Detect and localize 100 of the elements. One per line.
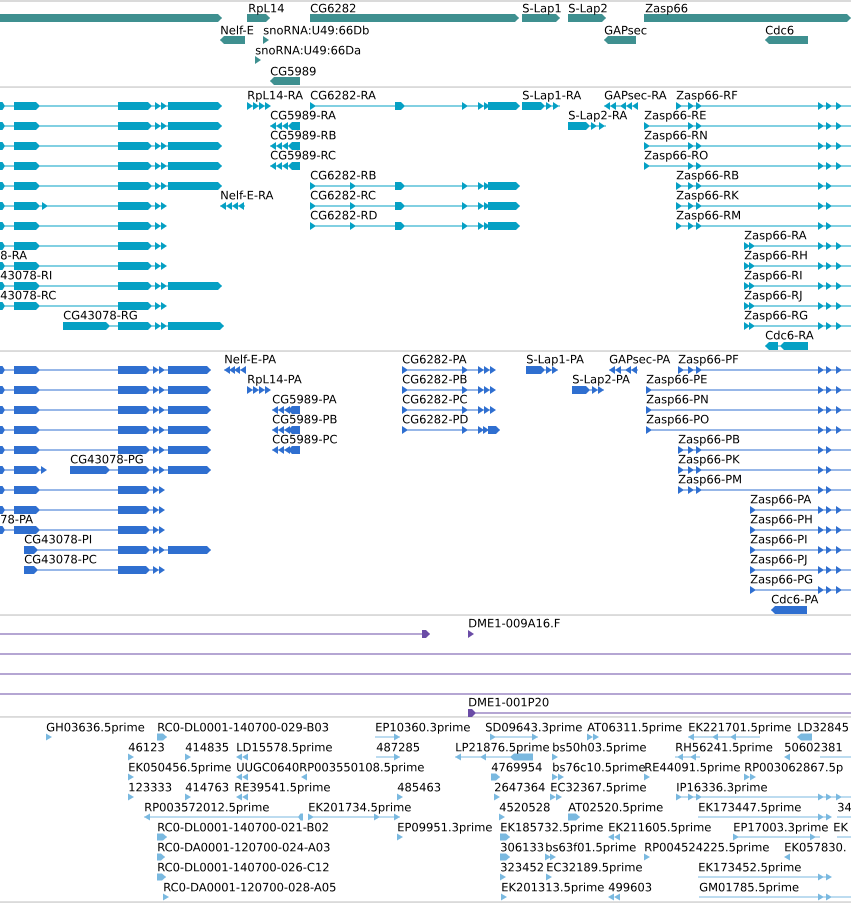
feature-label: CG6282-PD (402, 414, 468, 424)
feature-label: CG5989 (270, 66, 316, 76)
feature-label: Zasp66-PO (646, 414, 709, 426)
feature-label: 499603 (608, 882, 652, 892)
feature-label: CG6282-PB (402, 374, 467, 384)
feature-label: CG5989-PC (272, 434, 337, 444)
feature-label: Zasp66-PJ (750, 554, 806, 566)
feature-label: GAPsec-PA (610, 354, 670, 364)
feature-label: Cdc6 (766, 26, 794, 34)
feature-label: RP003062867.5p (745, 762, 843, 774)
feature-label: EP09951.3prime (398, 822, 492, 834)
feature-label: 414763 (186, 782, 228, 792)
feature-label: CG6282-PA (402, 354, 467, 364)
feature-label: LD32845 (798, 722, 848, 732)
feature-label: LP21876.5prime (456, 742, 549, 754)
feature-label: GAPsec-RA (604, 90, 667, 100)
feature-label: Zasp66-PA (750, 494, 812, 506)
feature-label: S-Lap2 (568, 4, 607, 15)
feature-label: CG43078-RG (64, 310, 137, 320)
feature-label: SD09643.3prime (486, 722, 582, 734)
feature-label: CG6282 (310, 4, 356, 12)
feature-label: 50602381 (785, 742, 842, 752)
feature-label: Zasp66-PI (750, 534, 806, 546)
feature-label: Zasp66-PK (678, 454, 740, 466)
feature-label: 34 (838, 802, 851, 812)
feature-label: RpL14-PA (248, 374, 302, 386)
feature-label: S-Lap2-PA (572, 374, 630, 386)
feature-label: CG6282-RA (310, 90, 376, 100)
feature-label: EK185732.5prime (501, 822, 603, 834)
feature-label: EC32189.5prime (547, 862, 642, 874)
feature-label: GAPsec (604, 26, 646, 34)
feature-label: RH56241.5prime (676, 742, 772, 754)
feature-label: CG5989-PB (272, 414, 337, 424)
feature-label: EP10360.3prime (376, 722, 470, 734)
feature-label: Zasp66-RA (744, 230, 806, 242)
feature-label: EP17003.3prime (734, 822, 828, 834)
feature-label: 78-PA (1, 514, 33, 524)
feature-label: Zasp66-PG (750, 574, 812, 586)
feature-label: RC0-DL0001-140700-026-C12 (158, 862, 328, 872)
feature-label: Cdc6-PA (772, 594, 818, 604)
feature-label: Zasp66-RM (676, 210, 740, 222)
feature-label: CG5989-RB (270, 130, 336, 140)
feature-label: S-Lap1 (522, 4, 561, 15)
feature-label: CG5989-RA (270, 110, 336, 120)
feature-label: 487285 (376, 742, 420, 752)
feature-label: bs76c10.5prime (553, 762, 645, 774)
feature-label: EK (834, 822, 848, 832)
feature-label: Zasp66-RJ (744, 290, 802, 302)
feature-label: RP003572012.5prime (145, 802, 269, 814)
feature-label: Zasp66 (646, 4, 688, 15)
feature-label: 2647364 (495, 782, 545, 792)
feature-label: 123333 (129, 782, 172, 792)
feature-label: 323452 (501, 862, 543, 872)
feature-label: 8-RA (0, 250, 27, 260)
feature-label: Nelf-E (221, 26, 254, 34)
feature-label: Zasp66-RF (676, 90, 738, 102)
feature-label: EK050456.5prime (129, 762, 231, 774)
feature-label: RC0-DL0001-140700-029-B03 (158, 722, 328, 732)
feature-label: RP003550108.5prime (300, 762, 424, 774)
feature-label: Zasp66-RO (644, 150, 708, 162)
feature-label: CG43078-PI (24, 534, 92, 544)
feature-label: Zasp66-RG (744, 310, 808, 322)
feature-label: EK173452.5prime (699, 862, 801, 874)
feature-label: S-Lap2-RA (568, 110, 628, 122)
feature-label: LD15578.5prime (237, 742, 332, 754)
feature-label: RC0-DA0001-120700-028-A05 (164, 882, 336, 892)
feature-label: 306133 (501, 842, 544, 852)
feature-label: 43078-RI (0, 270, 52, 280)
feature-label: Zasp66-PB (678, 434, 740, 446)
feature-label: RP004524225.5prime (645, 842, 769, 854)
feature-label: Zasp66-PM (678, 474, 741, 486)
feature-label: CG43078-PG (70, 454, 143, 464)
feature-label: EK057830. (785, 842, 846, 852)
feature-label: Zasp66-PF (678, 354, 738, 366)
feature-label: Zasp66-RE (644, 110, 706, 122)
feature-label: RC0-DL0001-140700-021-B02 (158, 822, 328, 832)
feature-label: CG6282-RB (310, 170, 376, 180)
feature-label: EC32367.5prime (551, 782, 646, 794)
feature-label: EK221701.5prime (689, 722, 791, 734)
feature-label: DME1-009A16.F (469, 618, 560, 628)
feature-label: 43078-RC (0, 290, 56, 300)
feature-label: CG6282-RC (310, 190, 376, 200)
feature-label: RE39541.5prime (235, 782, 330, 794)
feature-label: RE44091.5prime (645, 762, 740, 774)
feature-label: Zasp66-RI (744, 270, 802, 282)
feature-label: GM01785.5prime (700, 882, 798, 894)
feature-label: snoRNA:U49:66Db (264, 26, 369, 34)
feature-label: Zasp66-RN (644, 130, 707, 142)
feature-label: AT02520.5prime (568, 802, 663, 814)
feature-label: Zasp66-PN (646, 394, 708, 406)
feature-label: EK201734.5prime (309, 802, 411, 814)
feature-label: CG5989-RC (270, 150, 336, 160)
feature-label: RC0-DA0001-120700-024-A03 (158, 842, 330, 852)
feature-label: 4520528 (500, 802, 550, 812)
feature-label: 485463 (398, 782, 440, 792)
feature-label: Zasp66-RH (744, 250, 807, 262)
feature-label: Zasp66-PE (646, 374, 707, 386)
feature-label: EK211605.5prime (609, 822, 711, 834)
feature-label: RpL14-RA (248, 90, 303, 102)
feature-label: 414835 (186, 742, 228, 752)
